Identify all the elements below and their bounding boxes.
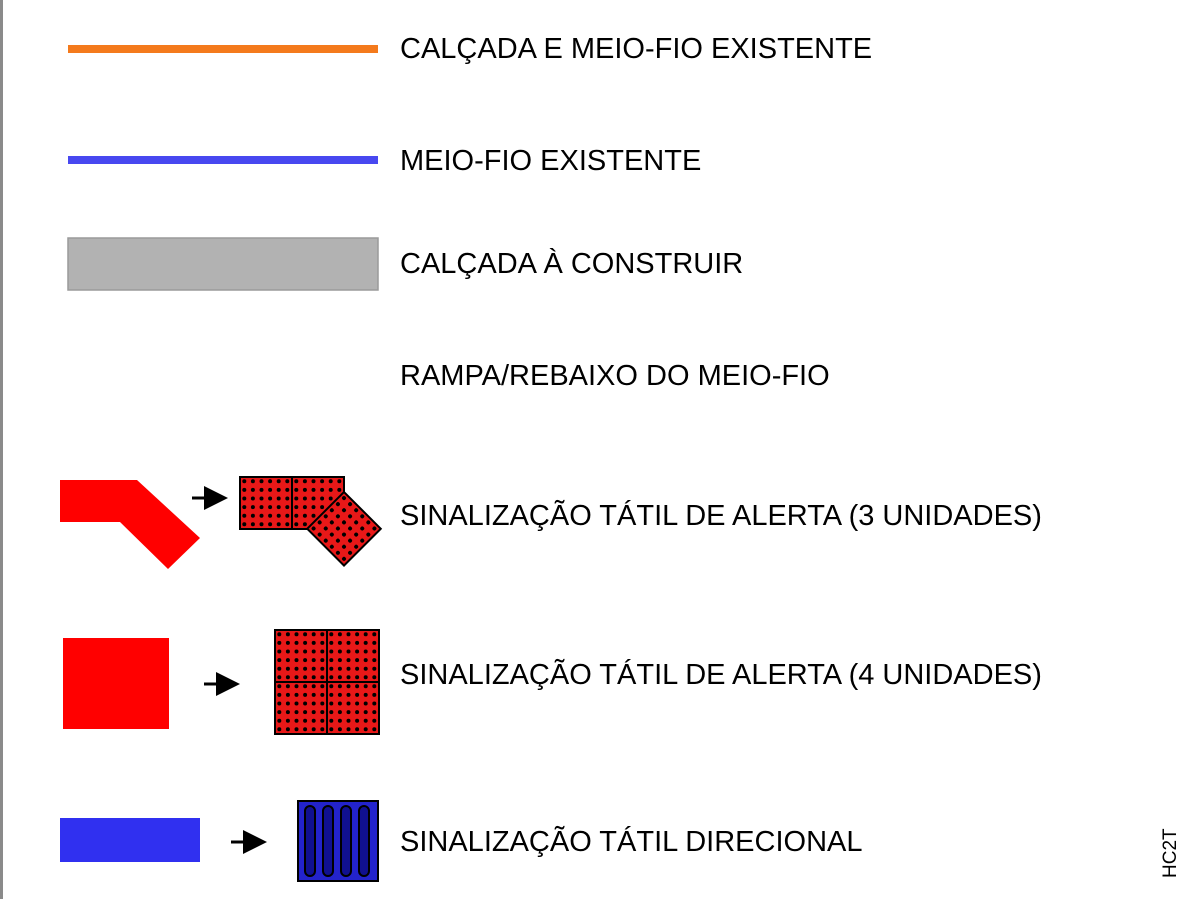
- legend-label-tactile-alert-3: SINALIZAÇÃO TÁTIL DE ALERTA (3 UNIDADES): [400, 500, 1042, 532]
- alert-tile: [239, 476, 293, 530]
- alert-tile: [274, 681, 328, 735]
- alert-tile: [326, 681, 380, 735]
- red-bent-area: [60, 480, 200, 569]
- sidewalk-to-build-band: [67, 237, 379, 291]
- red-square-area: [63, 638, 169, 729]
- sheet-border-left: [0, 0, 3, 899]
- blue-directional-bar: [60, 818, 200, 862]
- legend-label-tactile-directional: SINALIZAÇÃO TÁTIL DIRECIONAL: [400, 826, 863, 858]
- tactile-directional-symbol: [60, 800, 379, 882]
- tile-groove: [304, 805, 316, 877]
- tactile-alert-3-symbol: [60, 476, 383, 569]
- sheet-code: HC2T: [1160, 828, 1177, 878]
- alert-tile: [305, 490, 383, 567]
- dotted-tiles-4: [274, 629, 380, 735]
- tile-groove: [322, 805, 334, 877]
- tactile-alert-4-symbol: [63, 629, 380, 735]
- existing-sidewalk-curb-line: [68, 45, 378, 53]
- legend-label-curb-ramp: RAMPA/REBAIXO DO MEIO-FIO: [400, 360, 830, 392]
- dotted-tiles-3: [239, 476, 383, 567]
- legend-label-sidewalk-to-build: CALÇADA À CONSTRUIR: [400, 248, 744, 280]
- alert-tile: [326, 629, 380, 683]
- tile-groove: [340, 805, 352, 877]
- legend-label-existing-sidewalk-curb: CALÇADA E MEIO-FIO EXISTENTE: [400, 33, 873, 65]
- tile-groove: [358, 805, 370, 877]
- existing-curb-line: [68, 156, 378, 164]
- legend-label-tactile-alert-4: SINALIZAÇÃO TÁTIL DE ALERTA (4 UNIDADES): [400, 659, 1042, 691]
- alert-tile: [274, 629, 328, 683]
- legend-label-existing-curb: MEIO-FIO EXISTENTE: [400, 145, 702, 177]
